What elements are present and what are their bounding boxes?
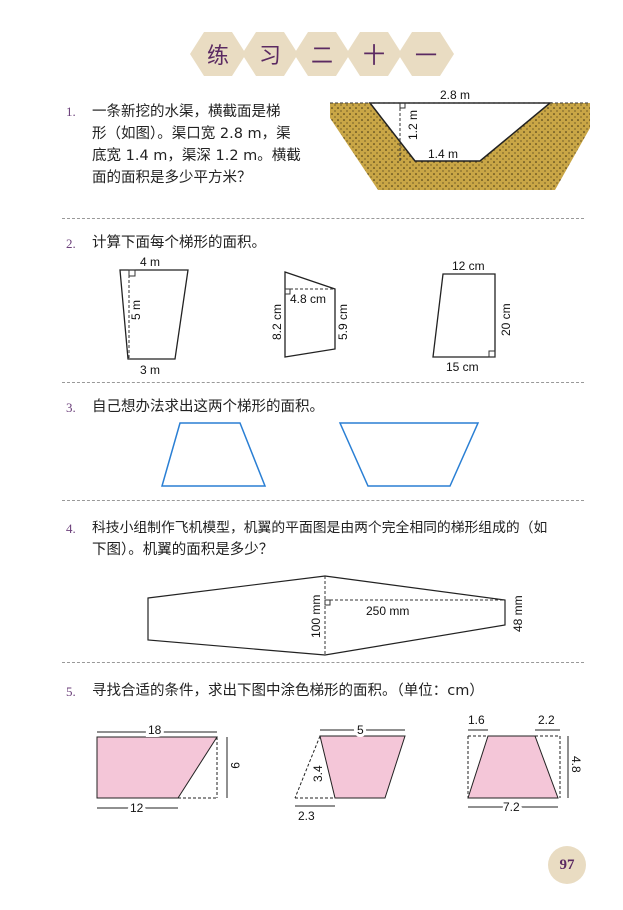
label: 100 mm [309, 595, 323, 638]
problem-number: 3. [66, 400, 76, 415]
text-line: 下图）。机翼的面积是多少？ [92, 542, 274, 558]
label: 2.3 [298, 809, 315, 823]
label: 3 m [140, 363, 160, 377]
label: 5 m [129, 300, 143, 320]
label: 9 [228, 762, 242, 769]
problem-number: 5. [66, 684, 76, 699]
label: 8.2 cm [270, 304, 284, 340]
label: 5.9 cm [336, 304, 350, 340]
label: 1.6 [468, 713, 485, 727]
title-char: 练 [190, 32, 246, 76]
text-line: 自己想办法求出这两个梯形的面积。 [92, 399, 324, 415]
label: 4.8 [569, 756, 583, 773]
problem-4-text: 科技小组制作飞机模型，机翼的平面图是由两个完全相同的梯形组成的（如 下图）。机翼… [92, 517, 587, 561]
label-bottom: 1.4 m [428, 147, 458, 161]
label: 4 m [140, 255, 160, 269]
label: 12 cm [452, 259, 485, 273]
divider [62, 662, 584, 663]
problem-3-figures [161, 422, 480, 487]
text-line: 底宽 1.4 m，渠深 1.2 m。横截 [92, 148, 301, 164]
problem-number: 1. [66, 104, 76, 119]
canal-cross-section-figure: 2.8 m 1.2 m 1.4 m [330, 88, 590, 190]
blue-trapezoid-1 [161, 422, 267, 487]
problem-1-text: 一条新挖的水渠，横截面是梯 形（如图）。渠口宽 2.8 m，渠 底宽 1.4 m… [92, 101, 301, 189]
title-char: 二 [294, 32, 350, 76]
divider [62, 218, 584, 219]
label: 3.4 [311, 765, 325, 782]
label: 7.2 [503, 800, 520, 814]
label: 18 [148, 723, 162, 737]
title-char: 习 [242, 32, 298, 76]
text-line: 一条新挖的水渠，横截面是梯 [92, 104, 281, 120]
problem-3-text: 自己想办法求出这两个梯形的面积。 [92, 396, 324, 418]
label-top: 2.8 m [440, 88, 470, 102]
label: 48 mm [511, 595, 525, 632]
title-char: 十 [346, 32, 402, 76]
text-line: 寻找合适的条件，求出下图中涂色梯形的面积。（单位：cm） [92, 683, 484, 699]
page-number: 97 [548, 846, 586, 884]
text-line: 计算下面每个梯形的面积。 [92, 235, 266, 251]
problem-number: 4. [66, 521, 76, 536]
text-line: 面的面积是多少平方米？ [92, 170, 252, 186]
wing-figure: 100 mm 250 mm 48 mm [147, 575, 525, 656]
label: 15 cm [446, 360, 479, 374]
divider [62, 382, 584, 383]
label: 12 [130, 801, 144, 815]
text-line: 科技小组制作飞机模型，机翼的平面图是由两个完全相同的梯形组成的（如 [92, 520, 548, 536]
problem-2-text: 计算下面每个梯形的面积。 [92, 232, 266, 254]
label: 4.8 cm [290, 292, 326, 306]
problem-2-figures: 4 m 5 m 3 m 4.8 cm 8.2 cm 5.9 cm 12 cm 2… [119, 255, 513, 377]
label: 5 [357, 723, 364, 737]
title-char: 一 [398, 32, 454, 76]
blue-trapezoid-2 [338, 422, 480, 487]
problem-5-text: 寻找合适的条件，求出下图中涂色梯形的面积。（单位：cm） [92, 680, 484, 702]
label-height: 1.2 m [406, 110, 420, 140]
divider [62, 500, 584, 501]
text-line: 形（如图）。渠口宽 2.8 m，渠 [92, 126, 291, 142]
label: 20 cm [499, 303, 513, 336]
label: 250 mm [366, 604, 409, 618]
problem-5-figures: 18 9 12 5 3.4 2.3 1.6 2.2 4.8 7.2 [96, 713, 583, 823]
label: 2.2 [538, 713, 555, 727]
problem-number: 2. [66, 236, 76, 251]
